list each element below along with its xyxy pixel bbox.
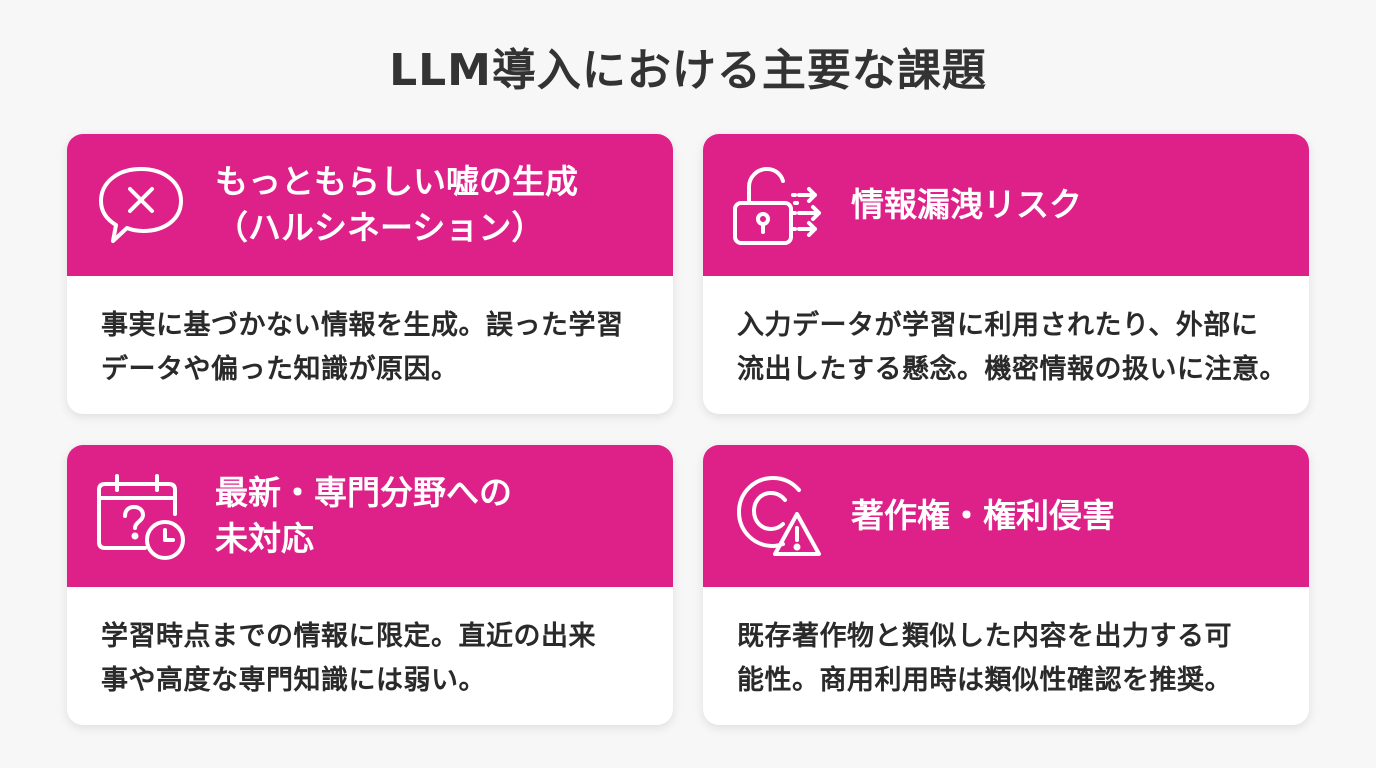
card-title: 情報漏洩リスク (851, 182, 1082, 228)
card-title-line: 情報漏洩リスク (851, 185, 1082, 224)
card-header: もっともらしい嘘の生成 （ハルシネーション） (67, 134, 673, 276)
card-outdated-knowledge: 最新・専門分野への 未対応 学習時点までの情報に限定。直近の出来 事や高度な専門… (67, 445, 673, 725)
card-description-line: 既存著作物と類似した内容を出力する可 (737, 621, 1232, 652)
card-description: 既存著作物と類似した内容を出力する可 能性。商用利用時は類似性確認を推奨。 (703, 587, 1309, 703)
card-title: もっともらしい嘘の生成 （ハルシネーション） (215, 159, 578, 251)
card-title-line: （ハルシネーション） (215, 208, 545, 247)
unlocked-padlock-arrows-icon (729, 157, 825, 253)
card-title: 著作権・権利侵害 (851, 493, 1115, 539)
card-description-line: データや偏った知識が原因。 (101, 354, 459, 385)
card-title-line: もっともらしい嘘の生成 (215, 162, 578, 201)
card-header: 情報漏洩リスク (703, 134, 1309, 276)
card-header: 著作権・権利侵害 (703, 445, 1309, 587)
card-header: 最新・専門分野への 未対応 (67, 445, 673, 587)
card-copyright-infringement: 著作権・権利侵害 既存著作物と類似した内容を出力する可 能性。商用利用時は類似性… (703, 445, 1309, 725)
card-description-line: 能性。商用利用時は類似性確認を推奨。 (737, 665, 1232, 696)
copyright-warning-icon (729, 468, 825, 564)
card-information-leak: 情報漏洩リスク 入力データが学習に利用されたり、外部に 流出したする懸念。機密情… (703, 134, 1309, 414)
card-description: 学習時点までの情報に限定。直近の出来 事や高度な専門知識には弱い。 (67, 587, 673, 703)
card-title: 最新・専門分野への 未対応 (215, 470, 512, 562)
calendar-question-clock-icon (93, 468, 189, 564)
card-description-line: 入力データが学習に利用されたり、外部に (737, 310, 1259, 341)
card-description-line: 流出したする懸念。機密情報の扱いに注意。 (737, 354, 1287, 385)
speech-bubble-x-icon (93, 157, 189, 253)
page-title: LLM導入における主要な課題 (389, 45, 987, 96)
card-description-line: 事実に基づかない情報を生成。誤った学習 (101, 310, 624, 341)
card-description-line: 事や高度な専門知識には弱い。 (101, 665, 486, 696)
card-description-line: 学習時点までの情報に限定。直近の出来 (101, 621, 596, 652)
card-description: 事実に基づかない情報を生成。誤った学習 データや偏った知識が原因。 (67, 276, 673, 392)
card-title-line: 未対応 (215, 519, 314, 558)
card-title-line: 著作権・権利侵害 (851, 496, 1115, 535)
card-hallucination: もっともらしい嘘の生成 （ハルシネーション） 事実に基づかない情報を生成。誤った… (67, 134, 673, 414)
card-title-line: 最新・専門分野への (215, 473, 512, 512)
card-description: 入力データが学習に利用されたり、外部に 流出したする懸念。機密情報の扱いに注意。 (703, 276, 1309, 392)
